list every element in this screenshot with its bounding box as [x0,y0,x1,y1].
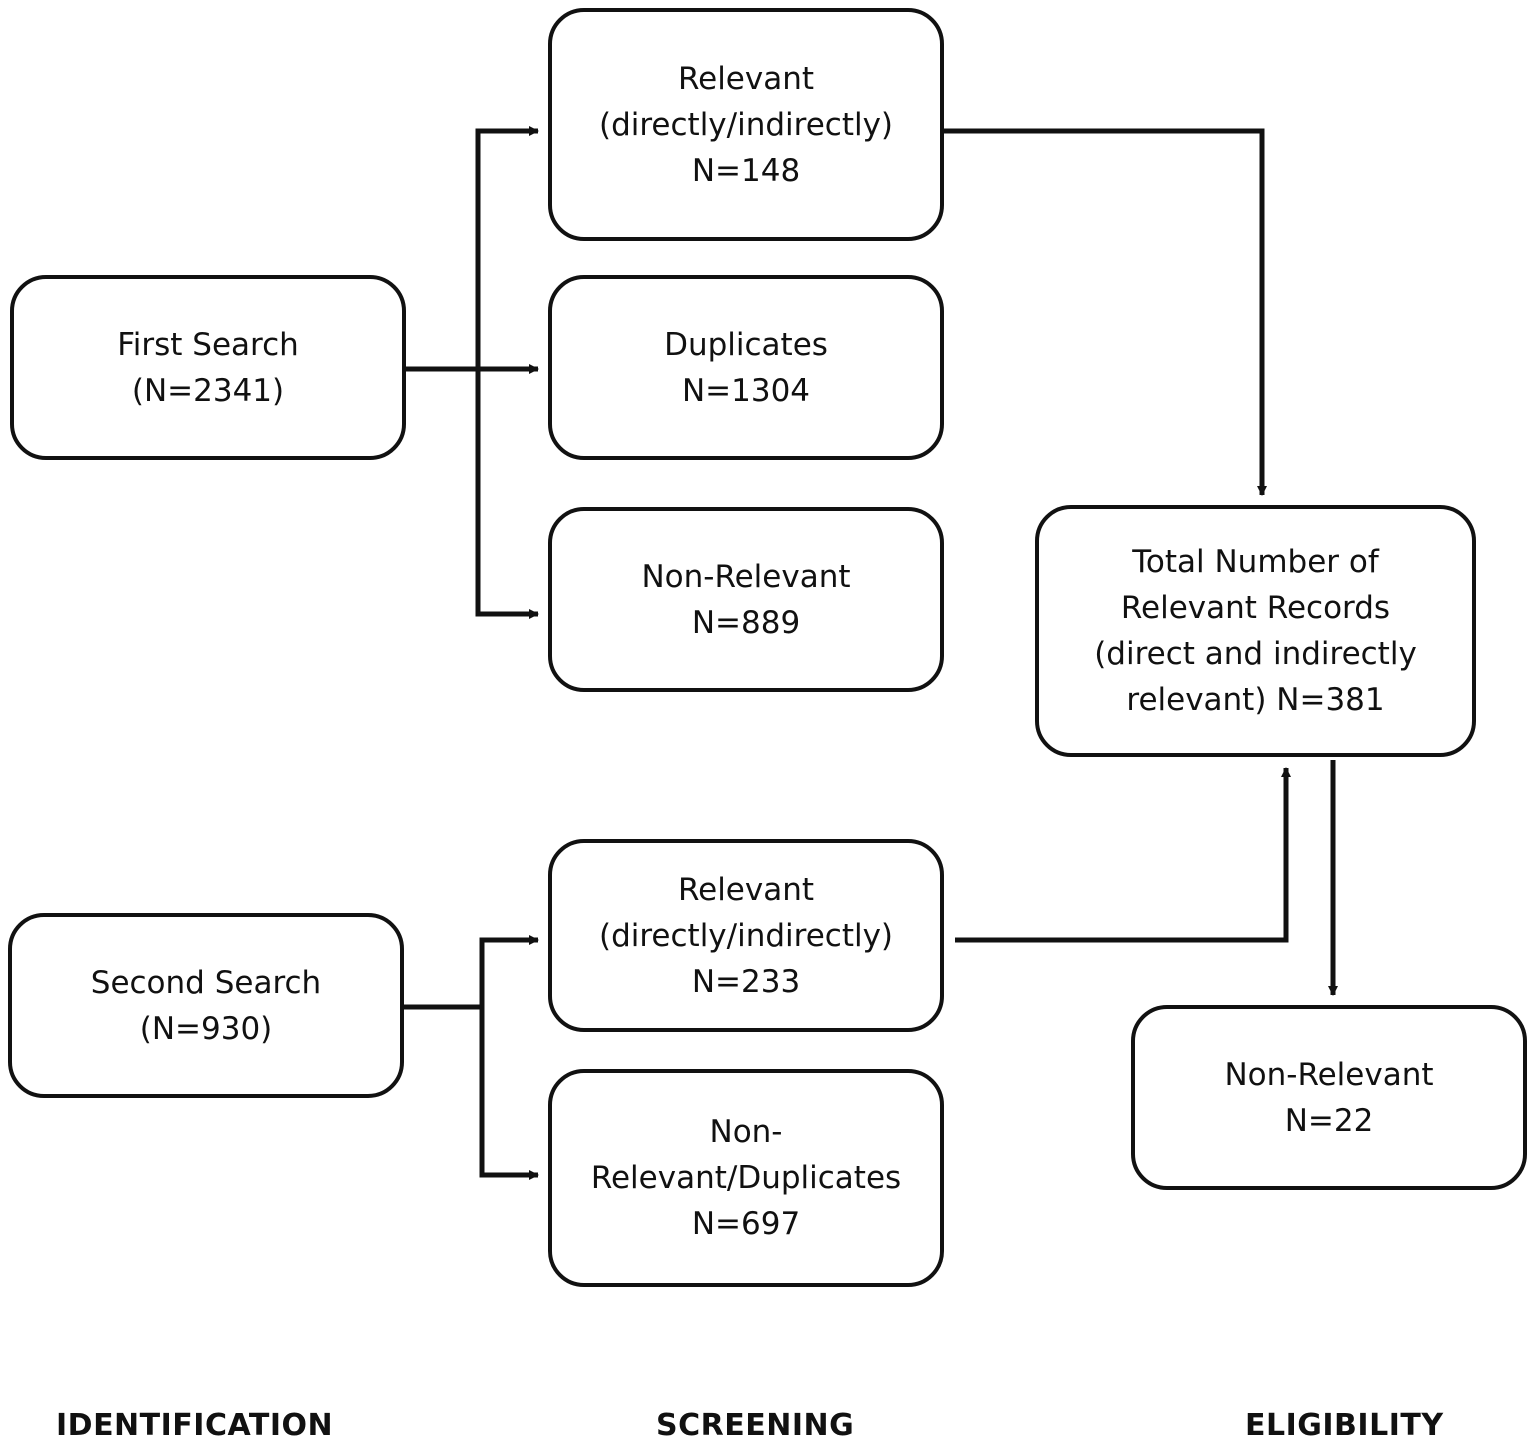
box-line: (directly/indirectly) [598,917,894,954]
stage-label-identification: IDENTIFICATION [56,1408,334,1443]
box-line: (N=930) [139,1010,273,1047]
box-line: Total Number of [1132,544,1379,580]
stage-label-screening: SCREENING [656,1408,855,1443]
arrow-second-to-non-relevant [479,1007,539,1180]
second-search-box: Second Search (N=930) [8,913,404,1098]
box-line: Relevant Records [1120,590,1391,626]
box-line: N=148 [691,152,801,189]
box-line: relevant) N=381 [1126,682,1385,718]
box-line: Relevant [677,60,815,97]
non-relevant-box-first: Non-Relevant N=889 [548,507,944,692]
non-relevant-duplicates-box: Non- Relevant/Duplicates N=697 [548,1069,944,1287]
box-line: Relevant [677,871,815,908]
box-line: N=697 [691,1206,801,1242]
box-line: Relevant/Duplicates [590,1160,902,1196]
non-relevant-box-final: Non-Relevant N=22 [1131,1005,1527,1190]
box-line: N=1304 [681,372,811,409]
arrow-first-to-relevant [475,126,539,369]
box-line: (direct and indirectly [1094,636,1417,672]
box-line: Non- [709,1114,783,1150]
first-search-box: First Search (N=2341) [10,275,406,460]
box-line: N=22 [1284,1102,1374,1139]
relevant-box-first: Relevant (directly/indirectly) N=148 [548,8,944,241]
box-line: (directly/indirectly) [598,106,894,143]
box-line: Non-Relevant [641,558,851,595]
box-line: N=233 [691,963,801,1000]
box-line: First Search [117,326,299,363]
relevant-box-second: Relevant (directly/indirectly) N=233 [548,839,944,1032]
arrow-first-to-non-relevant [475,369,539,619]
box-line: Duplicates [664,326,828,363]
box-line: (N=2341) [131,372,285,409]
box-line: Non-Relevant [1224,1056,1434,1093]
box-line: N=889 [691,604,801,641]
total-relevant-box: Total Number of Relevant Records (direct… [1035,505,1476,757]
stage-label-eligibility: ELIGIBILITY [1245,1408,1444,1443]
box-line: Second Search [90,964,322,1001]
arrow-relevant2-to-total [955,767,1291,943]
arrow-second-to-relevant [479,935,539,1007]
duplicates-box: Duplicates N=1304 [548,275,944,460]
arrow-relevant-to-total [944,128,1267,496]
